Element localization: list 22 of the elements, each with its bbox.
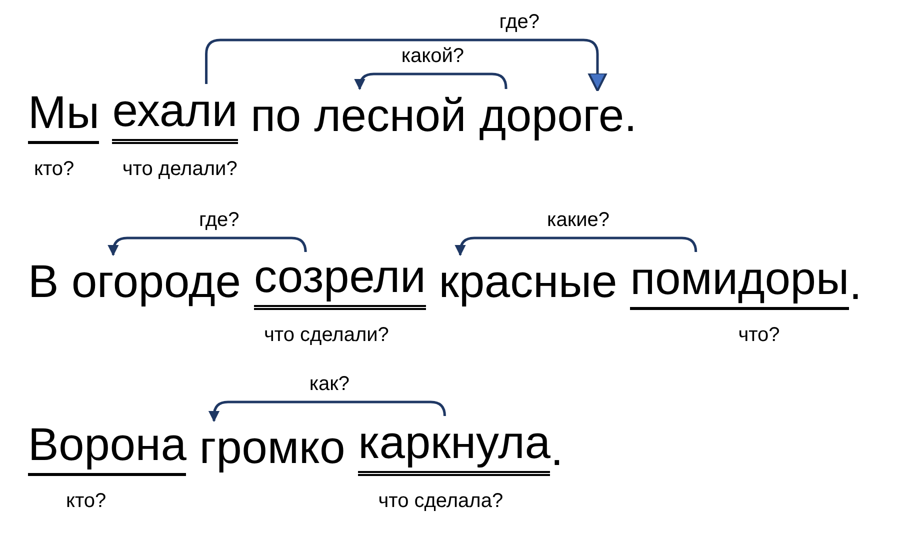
arrow [108,236,307,256]
question-label: что сделала? [378,490,504,513]
question-label: что делали? [122,158,238,181]
question-label: что? [738,324,780,347]
subject-word: Ворона [28,418,186,476]
predicate-word: каркнула [358,416,550,476]
subject-word: Мы [28,86,100,144]
question-label: что сделали? [264,324,389,347]
sentence-word: по [250,89,302,144]
sentence-word: красные [438,255,618,310]
predicate-word: ехали [112,84,238,144]
period: . [550,423,564,476]
sentence-word: громко [199,421,346,476]
period: . [849,257,862,310]
sentence-word: дороге. [479,89,637,144]
predicate-word: созрели [254,250,426,310]
sentence-word: В огороде [28,255,241,310]
question-label: кто? [34,158,74,181]
question-label: кто? [66,490,106,513]
arrow [205,38,608,92]
subject-word: помидоры [630,252,850,310]
sentence-word: лесной [314,89,466,144]
